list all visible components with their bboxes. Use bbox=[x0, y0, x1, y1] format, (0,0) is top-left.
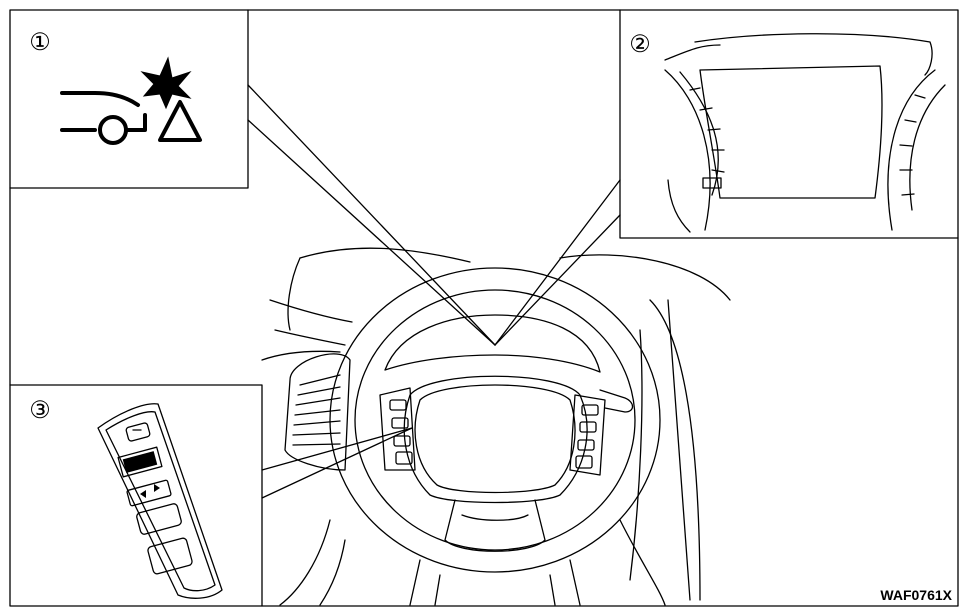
callout-box-1: ① bbox=[9, 9, 249, 189]
forward-collision-warning-icon bbox=[60, 56, 202, 145]
leader-line-2b bbox=[494, 214, 621, 346]
outer-border bbox=[9, 9, 959, 607]
left-spoke-buttons bbox=[379, 387, 416, 471]
instrument-cluster-illustration bbox=[664, 33, 946, 233]
callout-2-label: ② bbox=[629, 31, 651, 58]
steering-wheel-illustration bbox=[261, 247, 731, 606]
callout-3-label: ③ bbox=[29, 397, 51, 424]
right-spoke-buttons bbox=[569, 394, 606, 476]
figure-code: WAF0761X bbox=[880, 587, 952, 603]
callout-1-label: ① bbox=[29, 29, 51, 56]
left-air-vent bbox=[284, 353, 351, 471]
left-gauge-ticks bbox=[689, 87, 725, 189]
callout-box-3: ③ bbox=[9, 384, 263, 607]
leader-line-3a bbox=[261, 427, 413, 471]
right-gauge-ticks bbox=[899, 94, 926, 196]
leader-line-2a bbox=[494, 179, 621, 346]
leader-line-1a bbox=[247, 84, 496, 346]
leader-line-3b bbox=[261, 427, 413, 499]
callout-box-2: ② bbox=[619, 9, 959, 239]
leader-line-1b bbox=[247, 119, 496, 346]
steering-switch-panel-illustration bbox=[97, 403, 223, 599]
